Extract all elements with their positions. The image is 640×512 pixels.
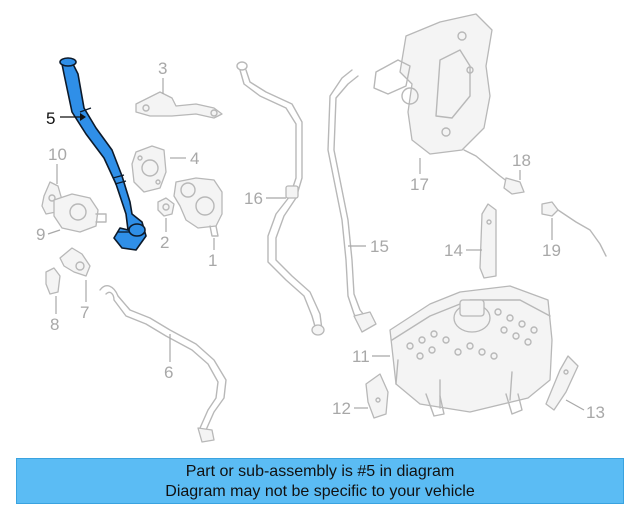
banner-line-part: Part or sub-assembly is #5 in diagram (185, 463, 455, 480)
callout-1[interactable]: 1 (208, 238, 217, 270)
part-5-hose[interactable] (59, 57, 147, 251)
part-7-connector[interactable] (59, 247, 91, 277)
callout-10[interactable]: 10 (48, 145, 67, 184)
callout-number-14: 14 (444, 241, 463, 260)
callout-number-3: 3 (158, 59, 167, 78)
part-13-bracket[interactable] (545, 355, 579, 411)
part-16-hose[interactable] (236, 61, 325, 336)
callout-12[interactable]: 12 (332, 399, 368, 418)
callout-18[interactable]: 18 (512, 151, 531, 180)
banner-line-disclaimer: Diagram may not be specific to your vehi… (165, 483, 475, 500)
callout-14[interactable]: 14 (444, 241, 482, 260)
callout-number-16: 16 (244, 189, 263, 208)
part-9-valve[interactable] (53, 193, 107, 233)
callout-number-2: 2 (160, 233, 169, 252)
part-6-hose[interactable] (99, 285, 227, 443)
callout-16[interactable]: 16 (244, 189, 286, 208)
callout-number-4: 4 (190, 149, 199, 168)
callout-number-18: 18 (512, 151, 531, 170)
callout-number-5: 5 (46, 109, 55, 128)
callout-number-12: 12 (332, 399, 351, 418)
part-17-housing[interactable] (373, 13, 493, 155)
callout-19[interactable]: 19 (542, 218, 561, 260)
callout-number-13: 13 (586, 403, 605, 422)
part-4-gasket[interactable] (131, 145, 167, 193)
callout-9[interactable]: 9 (36, 225, 61, 244)
callout-6[interactable]: 6 (164, 334, 173, 382)
callout-7[interactable]: 7 (80, 280, 89, 322)
part-2-fitting[interactable] (157, 197, 175, 217)
part-1-valve[interactable] (173, 177, 223, 237)
callout-17[interactable]: 17 (410, 158, 429, 194)
callout-number-10: 10 (48, 145, 67, 164)
callout-number-15: 15 (370, 237, 389, 256)
callout-3[interactable]: 3 (158, 59, 167, 94)
callout-5[interactable]: 5 (46, 109, 86, 128)
part-8-fitting[interactable] (45, 267, 61, 295)
callout-8[interactable]: 8 (50, 296, 59, 334)
callout-number-6: 6 (164, 363, 173, 382)
part-11-canister[interactable] (389, 285, 553, 417)
callout-4[interactable]: 4 (170, 149, 199, 168)
callout-13[interactable]: 13 (565, 399, 605, 422)
part-14-bracket[interactable] (479, 203, 497, 279)
part-18-sensor[interactable] (463, 149, 525, 195)
callout-number-1: 1 (208, 251, 217, 270)
callout-number-8: 8 (50, 315, 59, 334)
part-12-bracket[interactable] (365, 373, 389, 419)
part-3-bracket[interactable] (135, 91, 223, 119)
callout-number-9: 9 (36, 225, 45, 244)
callout-15[interactable]: 15 (348, 237, 389, 256)
callout-11[interactable]: 11 (352, 347, 390, 366)
part-19-sensor[interactable] (541, 201, 607, 257)
part-15-hose[interactable] (327, 69, 377, 333)
callout-number-19: 19 (542, 241, 561, 260)
callout-number-11: 11 (352, 347, 370, 366)
callout-2[interactable]: 2 (160, 218, 169, 252)
callout-number-7: 7 (80, 303, 89, 322)
callout-number-17: 17 (410, 175, 429, 194)
disclaimer-banner: Part or sub-assembly is #5 in diagram Di… (16, 458, 624, 504)
parts-diagram: 5 3 10 4 9 2 1 7 8 6 16 15 (36, 13, 607, 443)
